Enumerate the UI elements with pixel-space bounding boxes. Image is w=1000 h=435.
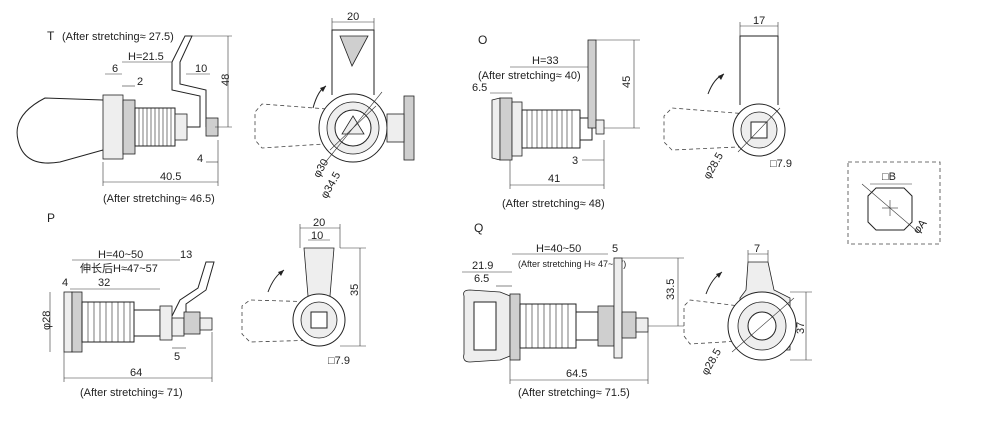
t-flange [102, 94, 124, 160]
section-q-front-view: 7 37 φ28.5 [683, 243, 812, 378]
q-threaded-body [519, 303, 577, 349]
p-dim-35: 35 [349, 284, 361, 296]
p-dim-20: 20 [313, 217, 325, 229]
section-q-side-view: 33.5 64.5 [463, 257, 684, 384]
p-front-cam [303, 247, 335, 297]
t-dimensions: 6 2 H=21.5 10 48 4 40.5 [102, 35, 232, 186]
p-dim-h: H=40~50 [98, 249, 143, 261]
q-dim-7: 7 [754, 243, 760, 255]
o-head [491, 97, 501, 161]
t-dim-2: 2 [137, 76, 143, 88]
t-cam-arm [171, 35, 207, 128]
detail-frame [847, 161, 941, 245]
o-dim-h: H=33 [532, 55, 559, 67]
p-square-key [310, 311, 328, 329]
section-t-letter: T [47, 29, 55, 43]
p-threads [87, 302, 131, 342]
q-dim-6-5: 6.5 [474, 273, 489, 285]
o-front-cam [739, 35, 779, 105]
q-stretch-h: (After stretching H≈ 47~57) [518, 259, 626, 269]
t-key-head [16, 97, 104, 164]
q-dim-64-5: 64.5 [566, 368, 587, 380]
section-o-stretch-top: (After stretching≈ 40) [478, 70, 581, 82]
p-threaded-body [81, 301, 135, 343]
section-t-stretch-top: (After stretching≈ 27.5) [62, 31, 174, 43]
p-cn-stretch: 伸长后H≈47~57 [80, 262, 158, 275]
p-dim-28: φ28 [41, 311, 53, 330]
p-head [63, 291, 73, 353]
section-q-letter: Q [474, 221, 483, 235]
o-flange [499, 97, 513, 161]
q-dim-h: H=40~50 [536, 243, 581, 255]
q-cam [613, 257, 623, 359]
o-dim-28-5: φ28.5 [701, 151, 726, 182]
q-dim-21-9: 21.9 [472, 260, 493, 272]
q-dim-28-5: φ28.5 [699, 347, 724, 378]
section-q: Q H=40~50 5 (After stretching H≈ 47~57) … [462, 221, 812, 399]
q-flange [509, 293, 521, 361]
t-nut [174, 113, 188, 141]
section-p-letter: P [47, 211, 55, 225]
section-o-stretch-bottom: (After stretching≈ 48) [502, 198, 605, 210]
t-dim-10: 10 [195, 63, 207, 75]
t-dim-h: H=21.5 [128, 51, 164, 63]
q-nut [597, 305, 615, 347]
o-cam [587, 39, 597, 129]
q-dim-37: 37 [795, 322, 807, 334]
p-dim-64: 64 [130, 367, 142, 379]
section-p-stretch-bottom: (After stretching≈ 71) [80, 387, 183, 399]
t-dim-40-5: 40.5 [160, 171, 181, 183]
section-o-letter: O [478, 33, 487, 47]
section-t-side-view [16, 35, 219, 164]
p-cam-rotation-outline [241, 299, 319, 343]
o-cam-rotation-outline [663, 107, 761, 151]
detail-key-view: □B φA [847, 161, 941, 245]
t-front-arm [331, 29, 375, 95]
detail-dim-b: □B [882, 171, 896, 183]
o-dim-6-5: 6.5 [472, 82, 487, 94]
o-threads [526, 110, 573, 148]
p-dim-4: 4 [62, 277, 68, 289]
o-dim-3: 3 [572, 155, 578, 167]
section-t-stretch-bottom: (After stretching≈ 46.5) [103, 193, 215, 205]
t-side-flange [403, 95, 415, 161]
t-dim-20: 20 [347, 11, 359, 23]
t-dim-48: 48 [220, 74, 232, 86]
o-threaded-body [521, 109, 581, 149]
o-dim-17: 17 [753, 15, 765, 27]
q-dim-33-5: 33.5 [665, 279, 677, 300]
section-p-side-view: φ28 5 64 [41, 261, 215, 382]
section-t: T (After stretching≈ 27.5) 6 2 [16, 11, 415, 205]
t-threads [138, 108, 172, 146]
section-p-front-view: 20 10 35 □7.9 [241, 217, 366, 367]
p-dim-13: 13 [180, 249, 192, 261]
o-dim-7-9: □7.9 [770, 158, 792, 170]
o-dim-41: 41 [548, 173, 560, 185]
section-o: O H=33 (After stretching≈ 40) 6.5 45 [472, 15, 792, 210]
t-flange-inner [122, 99, 136, 155]
p-dim-10: 10 [311, 230, 323, 242]
t-triangle-key [341, 115, 365, 135]
p-dim-5: 5 [174, 351, 180, 363]
p-dim-7-9: □7.9 [328, 355, 350, 367]
section-o-side-view: 45 3 41 [491, 39, 640, 189]
p-nut [159, 305, 173, 341]
t-dim-6: 6 [112, 63, 118, 75]
section-q-stretch-bottom: (After stretching≈ 71.5) [518, 387, 630, 399]
p-cam-arm [171, 261, 215, 320]
t-cam-rotation-outline [254, 103, 341, 149]
q-dim-5: 5 [612, 243, 618, 255]
section-o-front-view: 17 φ28.5 □7.9 [663, 15, 792, 182]
detail-dim-a: φA [911, 217, 930, 236]
t-dim-4: 4 [197, 153, 203, 165]
section-t-front-view: 20 φ30 φ34.5 [254, 11, 415, 201]
p-flange [71, 291, 83, 353]
q-threads [525, 304, 569, 348]
o-dim-45: 45 [621, 76, 633, 88]
p-dim-32: 32 [98, 277, 110, 289]
p-end-nut [183, 311, 201, 335]
section-p: P H=40~50 13 伸长后H≈47~57 4 32 φ28 [41, 211, 366, 399]
